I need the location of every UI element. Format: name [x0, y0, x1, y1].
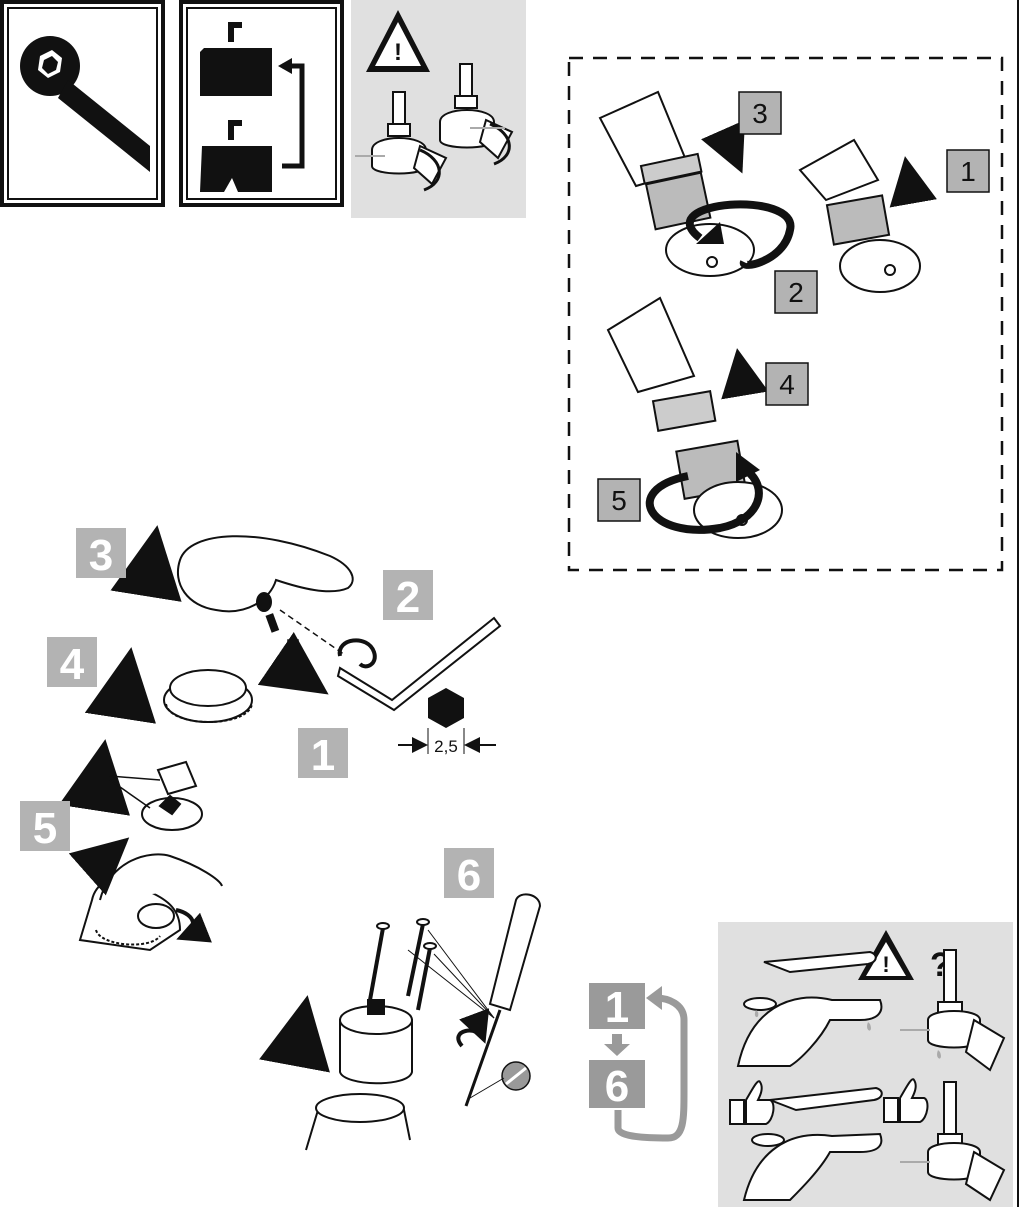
twist-arrow-hand: [175, 908, 212, 943]
angle-valve-top: [900, 949, 1006, 1072]
svg-text:3: 3: [89, 531, 113, 580]
svg-text:!: !: [882, 952, 889, 977]
leader-line-b: [109, 779, 151, 809]
svg-text:1: 1: [960, 156, 976, 187]
arrow-up-hand: [68, 837, 130, 896]
svg-text:3: 3: [752, 98, 768, 129]
svg-text:5: 5: [33, 804, 57, 853]
svg-text:1: 1: [605, 983, 629, 1032]
handle-step-4: 4: [47, 637, 97, 689]
aerator-step-5: 5: [597, 478, 641, 522]
spout-outlet-right: [798, 138, 921, 293]
svg-text:6: 6: [457, 851, 481, 900]
svg-text:!: !: [394, 39, 402, 66]
arrow-head-unscrew: [696, 222, 724, 244]
hand-pulling-cartridge: [78, 853, 223, 952]
handle-removal: 2,5 3: [20, 525, 502, 952]
tap-body-opening: [305, 1093, 411, 1151]
svg-text:6: 6: [605, 1062, 629, 1111]
cartridge-replace-icon: [179, 0, 344, 207]
cartridge: [339, 999, 413, 1085]
lever-handle: [177, 535, 354, 613]
aerator-panel: 3 1 2 4 5: [567, 56, 1004, 572]
rotation-arrow-screw: [645, 466, 763, 534]
grub-screw: [265, 613, 280, 633]
handle-step-6: 6: [444, 848, 494, 900]
arrow-pull-step1: [257, 632, 329, 695]
repeat-from-step: [589, 983, 645, 1029]
aerator-step-3: 3: [738, 91, 782, 135]
slotted-screw-head-icon: [501, 1061, 531, 1091]
aerator-step-2: 2: [774, 270, 818, 314]
svg-text:1: 1: [311, 731, 335, 780]
arrow-up-step5-handle: [58, 739, 131, 816]
cap-plug: [287, 639, 299, 651]
hex-size-dimension: 2,5: [398, 728, 496, 756]
arrow-up-step4-handle: [84, 647, 157, 724]
thumbs-up-right-icon: [883, 1078, 929, 1123]
hex-key: [336, 616, 502, 712]
arrow-up-step4: [721, 348, 769, 400]
thumbs-up-left-icon: [729, 1080, 775, 1125]
svg-text:4: 4: [60, 640, 85, 689]
handle-step-1: 1: [298, 728, 348, 780]
repeat-to-step: [589, 1060, 645, 1108]
tap-ok: [742, 1086, 883, 1201]
svg-text:2: 2: [396, 573, 420, 622]
handle-step-3: 3: [76, 528, 126, 580]
screwdriver: [407, 893, 542, 1107]
leader-line-a: [109, 775, 161, 781]
svg-text:2,5: 2,5: [434, 737, 458, 756]
small-parts: [141, 760, 203, 831]
repeat-loop-arrowhead: [646, 986, 662, 1010]
mounting-screws: [368, 918, 437, 1011]
hex-profile: [428, 688, 464, 728]
arrow-up-step1: [889, 156, 937, 208]
repeat-loop-arrow-icon: [614, 994, 688, 1142]
warning-triangle-icon: !: [858, 930, 914, 980]
tap-dripping: [736, 950, 883, 1067]
svg-text:2: 2: [788, 277, 804, 308]
svg-text:4: 4: [779, 369, 795, 400]
leader-line-screwhead: [469, 1077, 505, 1099]
repeat-down-arrow-icon: [604, 1034, 630, 1056]
screw-axis-line: [279, 609, 346, 656]
turn-arrow-step2: [337, 638, 377, 669]
arrow-down-step3: [701, 119, 746, 174]
water-drops: [754, 1010, 941, 1059]
repeat-steps-loop: 1 6: [589, 983, 688, 1142]
warning-valve-icon: !: [351, 0, 526, 218]
cover-cap: [163, 669, 253, 723]
aerator-step-4: 4: [765, 362, 809, 406]
svg-text:5: 5: [611, 485, 627, 516]
cartridge-removal: [259, 893, 542, 1151]
rotation-arrow-unscrew: [685, 200, 795, 269]
handle-step-2: 2: [383, 570, 433, 622]
wrench-icon: [0, 0, 165, 207]
arrow-up-step3-handle: [110, 525, 182, 602]
aerator-step-1: 1: [946, 149, 990, 193]
arrow-head-screw: [736, 452, 760, 482]
spout-outlet-left: [598, 90, 755, 277]
leak-check-panel: ! ?: [718, 922, 1013, 1207]
angle-valve-bottom: [900, 1081, 1006, 1202]
turn-arrow-screwdriver: [456, 1008, 490, 1048]
arrow-up-cartridge: [259, 995, 330, 1073]
handle-step-5: 5: [20, 801, 70, 853]
